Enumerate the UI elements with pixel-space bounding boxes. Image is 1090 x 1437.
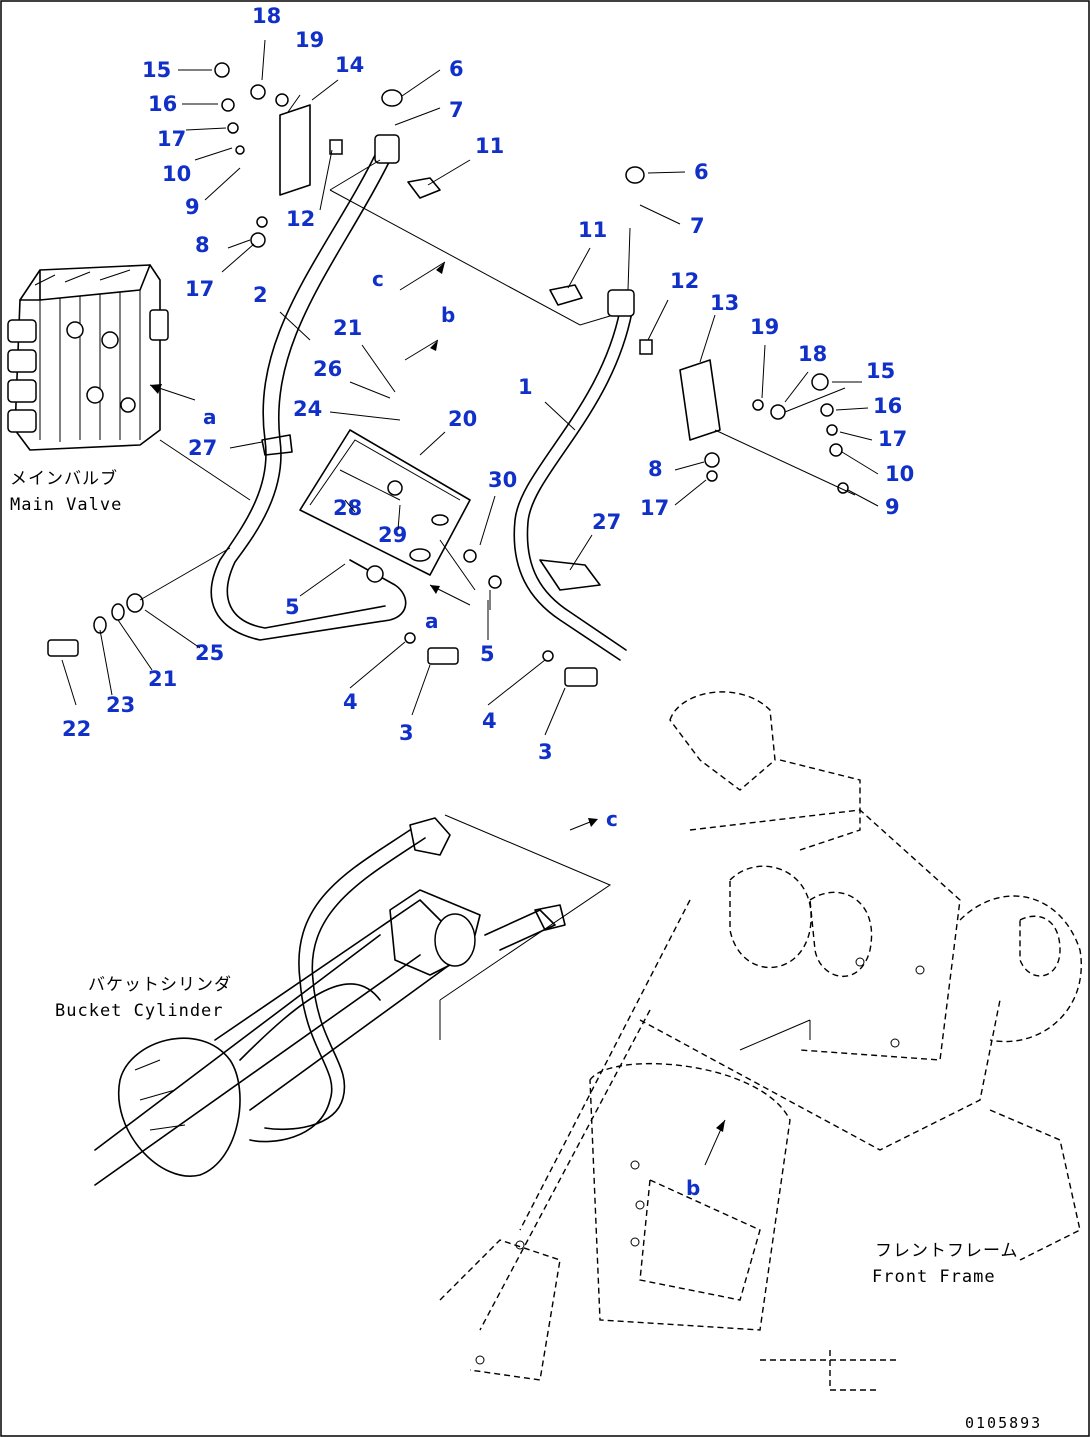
callout-15: 15 (866, 359, 895, 383)
front-frame-label-jp: フレントフレーム (875, 1241, 1019, 1261)
callout-10: 10 (162, 162, 191, 186)
callout-16: 16 (148, 92, 177, 116)
view-marker-b: b (441, 303, 455, 327)
callout-19: 19 (750, 315, 779, 339)
bucket-cylinder-label-en: Bucket Cylinder (55, 1001, 224, 1021)
callout-17: 17 (640, 496, 669, 520)
view-markers: a a b b c c (203, 267, 700, 1200)
pipe-2 (210, 144, 407, 641)
callout-5: 5 (285, 595, 300, 619)
callout-4: 4 (343, 690, 358, 714)
callout-8: 8 (648, 457, 663, 481)
callout-18: 18 (798, 342, 827, 366)
callout-2: 2 (253, 283, 268, 307)
callout-26: 26 (313, 357, 342, 381)
callout-24: 24 (293, 397, 322, 421)
view-marker-c: c (372, 267, 384, 291)
callout-7: 7 (449, 98, 464, 122)
callout-21: 21 (148, 667, 177, 691)
bucket-cylinder-drawing (94, 814, 612, 1186)
callout-21: 21 (333, 316, 362, 340)
leader-lines (61, 69, 879, 736)
callout-numbers: 18 19 14 15 16 17 10 9 12 8 17 6 7 11 6 … (62, 4, 914, 764)
main-valve-label-jp: メインバルブ (10, 468, 118, 489)
callout-10: 10 (885, 462, 914, 486)
callout-12: 12 (670, 269, 699, 293)
view-marker-c: c (606, 807, 618, 831)
fittings (47, 62, 849, 687)
main-valve-drawing (7, 264, 196, 451)
callout-11: 11 (578, 218, 607, 242)
pipe-1 (513, 309, 633, 661)
callout-27: 27 (188, 436, 217, 460)
bucket-cylinder-label-jp: バケットシリンダ (88, 975, 232, 995)
callout-6: 6 (449, 57, 464, 81)
callout-25: 25 (195, 641, 224, 665)
callout-6: 6 (694, 160, 709, 184)
callout-16: 16 (873, 394, 902, 418)
callout-3: 3 (399, 721, 414, 745)
callout-29: 29 (378, 523, 407, 547)
reference-lines (139, 39, 856, 610)
main-valve-label-en: Main Valve (10, 495, 122, 515)
callout-11: 11 (475, 134, 504, 158)
callout-19: 19 (295, 28, 324, 52)
pipe-clamp-plate-20 (299, 429, 471, 576)
callout-13: 13 (710, 291, 739, 315)
view-marker-a: a (425, 609, 439, 633)
callout-22: 22 (62, 717, 91, 741)
callout-12: 12 (286, 207, 315, 231)
callout-14: 14 (335, 53, 364, 77)
callout-8: 8 (195, 233, 210, 257)
callout-15: 15 (142, 58, 171, 82)
document-id: 0105893 (965, 1414, 1042, 1432)
callout-9: 9 (185, 195, 200, 219)
view-marker-b: b (686, 1176, 700, 1200)
callout-7: 7 (690, 214, 705, 238)
callout-20: 20 (448, 407, 477, 431)
callout-23: 23 (106, 693, 135, 717)
callout-17: 17 (878, 427, 907, 451)
callout-27: 27 (592, 510, 621, 534)
callout-18: 18 (252, 4, 281, 28)
front-frame-drawing (439, 691, 1082, 1391)
callout-17: 17 (157, 127, 186, 151)
callout-30: 30 (488, 468, 517, 492)
callout-28: 28 (333, 496, 362, 520)
callout-3: 3 (538, 740, 553, 764)
callout-1: 1 (518, 375, 533, 399)
component-captions: メインバルブ Main Valve バケットシリンダ Bucket Cylind… (10, 468, 1019, 1287)
callout-5: 5 (480, 642, 495, 666)
callout-17: 17 (185, 277, 214, 301)
front-frame-label-en: Front Frame (872, 1267, 996, 1287)
view-marker-a: a (203, 405, 217, 429)
callout-9: 9 (885, 495, 900, 519)
callout-4: 4 (482, 709, 497, 733)
